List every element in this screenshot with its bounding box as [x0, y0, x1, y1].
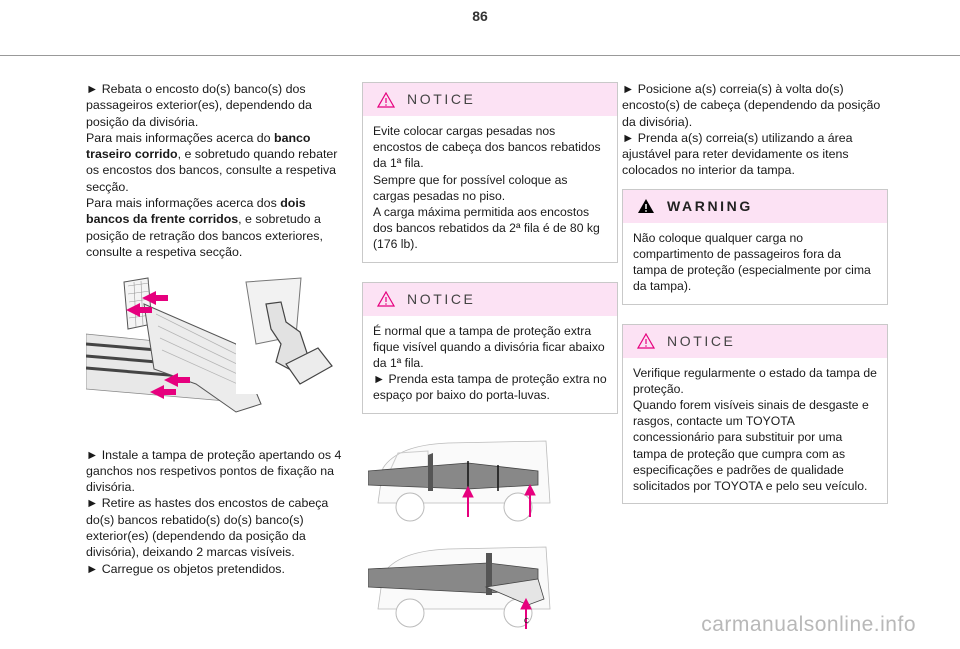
notice-label: NOTICE — [407, 290, 476, 307]
notice-text: É normal que a tampa de proteção extra f… — [373, 323, 605, 371]
info-1-suffix: , e sobretudo quando rebater os encostos… — [86, 147, 338, 194]
notice-label: NOTICE — [407, 91, 476, 108]
info-paragraph-1: Para mais informações acerca do banco tr… — [86, 130, 342, 195]
intro-paragraph: ► Rebata o encosto do(s) banco(s) dos pa… — [86, 82, 312, 129]
notice-label: NOTICE — [667, 332, 736, 349]
info-1-prefix: Para mais informações acerca do — [86, 130, 275, 145]
vehicle-cover-illustration-1 — [367, 440, 551, 522]
notice-text: Quando forem visíveis sinais de desgaste… — [633, 398, 869, 494]
header-rule — [0, 55, 960, 56]
info-2-suffix: , e sobretudo a posição de retração dos … — [86, 212, 323, 259]
notice-header: NOTICE — [363, 282, 617, 316]
install-step: ► Instale a tampa de proteção apertando … — [86, 447, 342, 495]
warning-label: WARNING — [667, 198, 753, 215]
info-1-bold: banco traseiro corrido — [86, 130, 311, 162]
warning-box: WARNING Não coloque qualquer carga no co… — [622, 188, 888, 305]
vehicle-cover-illustration-2: C — [367, 546, 551, 629]
position-step: ► Posicione a(s) correia(s) à volta do(s… — [622, 82, 881, 129]
notice-box-1: NOTICE Evite colocar cargas pesadas nos … — [362, 82, 618, 263]
install-cover-illustration — [85, 274, 342, 423]
watermark: carmanualsonline.info — [701, 613, 916, 636]
notice-body: Evite colocar cargas pesadas nos encosto… — [363, 116, 617, 262]
notice-text: Verifique regularmente o estado da tampa… — [633, 365, 877, 396]
notice-text: ► Prenda esta tampa de proteção extra no… — [373, 372, 607, 403]
notice-text: Evite colocar cargas pesadas nos encosto… — [373, 124, 601, 171]
warning-icon — [638, 199, 654, 214]
fig-marker: C — [524, 618, 529, 625]
warning-text: Não coloque qualquer carga no compartime… — [633, 230, 871, 294]
load-step: ► Carregue os objetos pretendidos. — [86, 561, 285, 576]
notice-box-2: NOTICE É normal que a tampa de proteção … — [362, 281, 618, 414]
notice-body: É normal que a tampa de proteção extra f… — [363, 316, 617, 413]
caution-icon — [637, 333, 655, 349]
notice-text: A carga máxima permitida aos encostos do… — [373, 205, 600, 252]
warning-header: WARNING — [623, 189, 887, 223]
notice-body: Verifique regularmente o estado da tampa… — [623, 358, 887, 504]
notice-text: Sempre que for possível coloque as carga… — [373, 172, 568, 203]
caution-icon — [377, 291, 395, 307]
column-left: ► Rebata o encosto do(s) banco(s) dos pa… — [85, 81, 342, 577]
vehicle-figures: C — [362, 433, 616, 640]
notice-header: NOTICE — [623, 324, 887, 358]
warning-body: Não coloque qualquer carga no compartime… — [623, 223, 887, 304]
caution-icon — [377, 91, 395, 108]
remove-step: ► Retire as hastes dos encostos de cabeç… — [86, 496, 329, 560]
notice-header: NOTICE — [363, 83, 617, 116]
notice-box-3: NOTICE Verifique regularmente o estado d… — [622, 323, 888, 505]
info-paragraph-2: Para mais informações acerca dos dois ba… — [86, 195, 342, 260]
info-2-prefix: Para mais informações acerca dos — [86, 196, 281, 211]
column-right: ► Posicione a(s) correia(s) à volta do(s… — [622, 81, 888, 523]
column-middle: NOTICE Evite colocar cargas pesadas nos … — [362, 82, 618, 640]
info-2-bold: dois bancos da frente corridos — [86, 196, 306, 227]
fasten-step: ► Prenda a(s) correia(s) utilizando a ár… — [622, 130, 853, 178]
page-number: 86 — [472, 8, 488, 24]
